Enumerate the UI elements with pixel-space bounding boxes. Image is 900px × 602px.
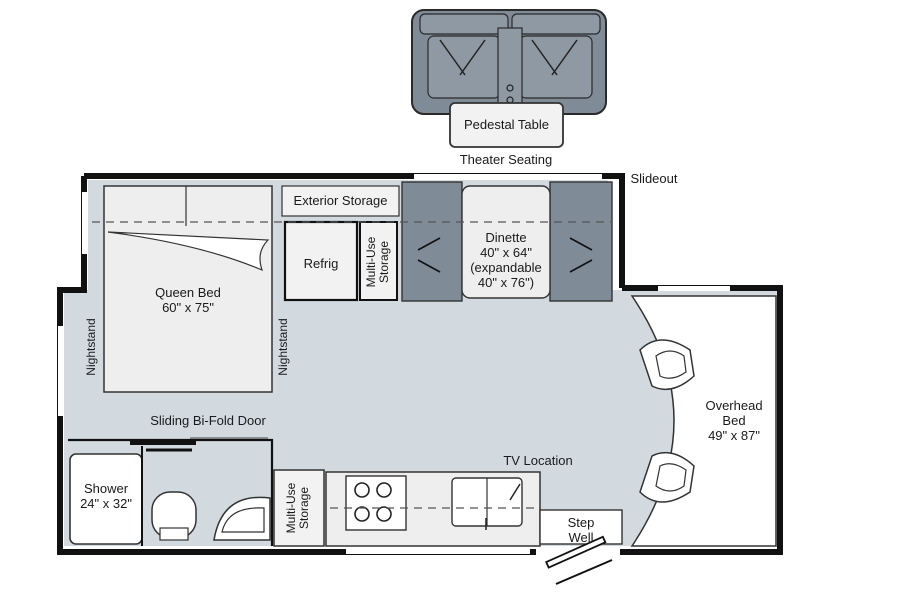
overhead-bed-label: Overhead Bed 49" x 87" <box>705 398 763 443</box>
refrig-label: Refrig <box>303 256 339 271</box>
nightstand-right-label: Nightstand <box>276 318 290 376</box>
shower-label: Shower 24" x 32" <box>80 481 132 511</box>
step-well-label: Step Well <box>567 515 595 545</box>
pedestal-table-label: Pedestal Table <box>463 117 550 132</box>
multi-use-storage-top-label: Multi-Use Storage <box>364 236 391 288</box>
exterior-storage <box>281 185 400 217</box>
cab-seat-top <box>639 339 695 391</box>
multi-use-storage-top <box>359 221 398 301</box>
multi-use-storage-bottom-label: Multi-Use Storage <box>284 482 311 534</box>
cab-seat-bottom <box>639 451 695 503</box>
galley-counter <box>325 471 541 547</box>
tv-location-label: TV Location <box>503 453 573 468</box>
theater-seating <box>411 9 607 115</box>
entry-door <box>545 535 613 585</box>
exterior-storage-label: Exterior Storage <box>293 193 388 208</box>
toilet <box>151 491 197 541</box>
theater-seating-label: Theater Seating <box>459 152 553 167</box>
bathroom-sink <box>213 496 271 541</box>
queen-bed-label: Queen Bed 60" x 75" <box>155 285 221 315</box>
slideout-label: Slideout <box>630 171 678 186</box>
dinette <box>401 181 613 302</box>
dinette-label: Dinette 40" x 64" (expandable 40" x 76") <box>470 230 542 290</box>
step-well <box>539 509 623 545</box>
nightstand-left-label: Nightstand <box>84 318 98 376</box>
queen-bed <box>103 185 273 393</box>
multi-use-storage-bottom <box>273 469 325 547</box>
pedestal-table <box>449 102 564 148</box>
sliding-door-label: Sliding Bi-Fold Door <box>150 413 266 428</box>
